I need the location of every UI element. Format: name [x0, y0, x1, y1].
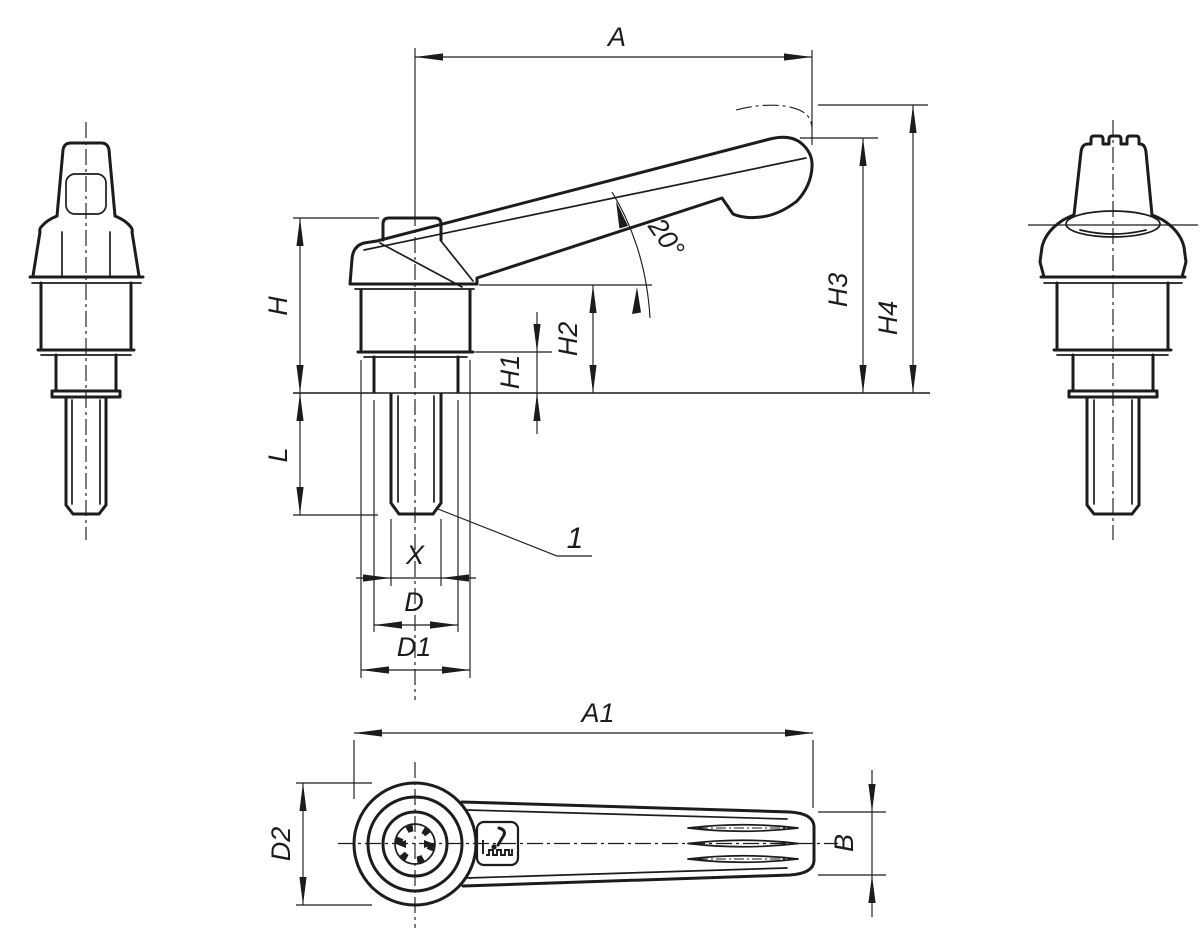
stud — [1085, 395, 1141, 516]
lever-outline — [460, 800, 816, 888]
dim-label-b: B — [829, 834, 859, 852]
grip-recess — [65, 173, 107, 215]
dim-label-h2: H2 — [553, 322, 583, 357]
clamp-teeth-icon — [482, 840, 513, 856]
pivot-recess-inner — [1079, 229, 1147, 235]
dim-label-h4: H4 — [873, 301, 903, 336]
thread-lines — [1093, 399, 1133, 505]
grip-slot-bottom — [687, 854, 799, 864]
side-view-dimensions: A H4 H3 H L H1 H2 20° — [263, 22, 928, 678]
dim-label-l: L — [263, 447, 293, 462]
front-view — [28, 122, 145, 540]
grip-outline — [55, 141, 117, 218]
dim-label-a: A — [606, 22, 626, 52]
clamp-lever-icon — [496, 826, 506, 847]
lever-inner-contour — [466, 809, 788, 879]
back-view — [1028, 120, 1198, 540]
collar — [1052, 281, 1173, 352]
dim-label-h: H — [263, 296, 293, 316]
cone-right — [113, 214, 141, 278]
slot-centerlines — [698, 827, 790, 860]
angle-arc — [611, 191, 651, 319]
top-plan-view — [338, 762, 838, 928]
grip-slot-top — [687, 823, 799, 833]
grip-slot-middle — [687, 839, 799, 848]
angle-label: 20° — [642, 212, 691, 264]
clamp-pivot-icon — [491, 844, 497, 850]
dim-label-d2: D2 — [266, 827, 296, 862]
angle-arrow-top — [616, 201, 628, 229]
serration-mark-left — [396, 840, 406, 848]
dim-label-d: D — [404, 587, 424, 617]
neck — [1067, 353, 1159, 399]
thread-lines — [397, 395, 435, 503]
grip-outline — [1072, 134, 1154, 217]
top-view-dimensions: A1 D2 B — [266, 698, 886, 917]
collar — [36, 281, 136, 352]
cone-left — [31, 214, 59, 278]
badge-frame — [475, 820, 520, 867]
dim-label-x: X — [405, 540, 425, 570]
extension-lines-d — [373, 400, 459, 632]
handle-crease-line — [363, 157, 807, 251]
angle-arrow-bottom — [632, 287, 641, 314]
hub-shoulder-right — [440, 240, 474, 282]
collar — [356, 288, 475, 354]
brand-badge — [475, 820, 520, 867]
hub-cap — [381, 216, 443, 242]
hub-shoulder-left — [379, 242, 463, 288]
thread-lines — [71, 399, 101, 505]
dome-right — [1150, 213, 1188, 279]
cone-ribs — [61, 231, 111, 277]
head-ring — [366, 795, 464, 893]
extension-lines-a1 — [353, 740, 814, 808]
pivot-recess-oval — [1065, 210, 1161, 238]
callout-label-1: 1 — [567, 522, 584, 555]
extension-lines-d1 — [360, 360, 471, 678]
dim-label-h3: H3 — [823, 273, 853, 308]
phantom-handle-position — [735, 104, 813, 128]
dim-label-d1: D1 — [397, 632, 432, 662]
dome-left — [1038, 213, 1076, 279]
extension-lines-d2 — [296, 782, 372, 906]
dim-label-a1: A1 — [579, 698, 614, 728]
serration-mark-right — [424, 840, 434, 848]
stud — [64, 395, 108, 516]
callout-leader-line — [437, 508, 592, 557]
neck — [372, 355, 460, 394]
handle-outline — [348, 135, 814, 286]
stud — [389, 392, 443, 516]
head-boss — [381, 810, 449, 878]
side-view — [293, 48, 930, 700]
dim-label-h1: H1 — [495, 355, 525, 390]
serration-ring — [394, 823, 436, 865]
neck — [50, 353, 122, 399]
